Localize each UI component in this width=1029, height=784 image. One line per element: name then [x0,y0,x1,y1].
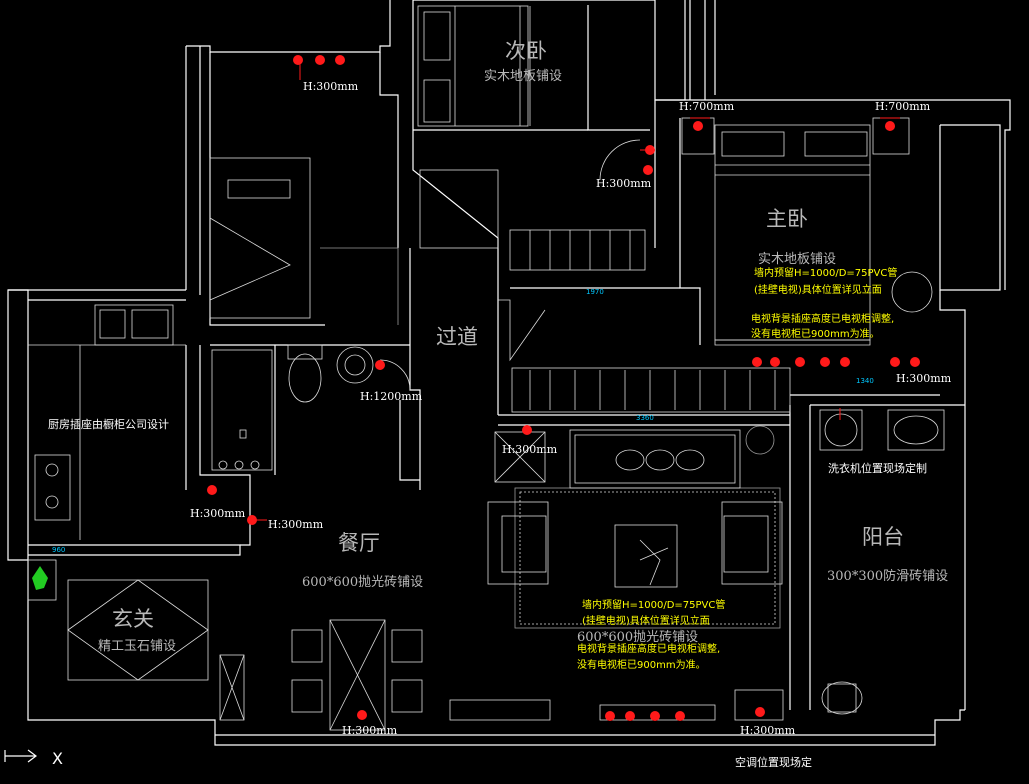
socket-icon [522,425,532,435]
floor-entrance: 精工玉石铺设 [98,639,176,654]
aircon-note: 空调位置现场定 [735,755,812,769]
height-label: H:700mm [679,100,735,113]
living-tv-note-line: 电视背景插座高度已电视柜调整, [577,642,720,655]
room-name-dining: 餐厅 [338,531,380,555]
master-tv-note-line: 墙内预留H=1000/D=75PVC管 [754,266,897,279]
socket-icon [207,485,217,495]
master-tv-note-line: 没有电视柜已900mm为准。 [751,327,880,340]
socket-icon [770,357,780,367]
socket-icon [890,357,900,367]
socket-icon [375,360,385,370]
socket-icon [752,357,762,367]
living-tv-note-line: 墙内预留H=1000/D=75PVC管 [582,598,725,611]
washer-note: 洗衣机位置现场定制 [828,461,927,475]
socket-icon [293,55,303,65]
socket-icon [650,711,660,721]
room-name-balcony: 阳台 [862,525,904,549]
sockets [207,55,920,721]
height-label: H:300mm [190,507,246,520]
height-label: H:300mm [342,724,398,737]
room-name-entrance: 玄关 [112,607,154,631]
master-tv-note-line: 电视背景插座高度已电视柜调整, [751,312,894,325]
height-label: H:300mm [596,177,652,190]
socket-icon [755,707,765,717]
socket-icon [910,357,920,367]
ucs-axis-label: X [52,749,63,768]
socket-icon [625,711,635,721]
socket-icon [675,711,685,721]
height-label: H:300mm [303,80,359,93]
dimension-labels: 1970 1340 3360 960 X [52,288,874,768]
floor-balcony: 300*300防滑砖铺设 [827,568,948,584]
height-label: H:300mm [740,724,796,737]
annotation-notes: 厨房插座由橱柜公司设计 洗衣机位置现场定制 空调位置现场定 墙内预留H=1000… [48,266,927,769]
living-tv-note-line: (挂壁电视)具体位置详见立面 [582,614,710,627]
plant-icon [32,566,48,590]
room-name-corridor: 过道 [436,325,478,349]
master-tv-note-line: (挂壁电视)具体位置详见立面 [754,283,882,296]
height-label: H:700mm [875,100,931,113]
dimension-label: 1970 [586,288,604,296]
furniture [4,5,945,763]
walls [7,0,1011,746]
socket-icon [840,357,850,367]
dimension-label: 1340 [856,377,874,385]
socket-icon [643,165,653,175]
socket-icon [885,121,895,131]
socket-icon [335,55,345,65]
floor-master-bedroom: 实木地板铺设 [758,252,836,267]
floor-second-bedroom: 实木地板铺设 [484,69,562,84]
room-labels: 次卧 实木地板铺设 主卧 实木地板铺设 过道 餐厅 600*600抛光砖铺设 6… [98,39,948,654]
height-label: H:300mm [268,518,324,531]
socket-icon [795,357,805,367]
socket-icon [693,121,703,131]
socket-icon [315,55,325,65]
height-labels: H:300mm H:300mm H:700mm H:700mm H:1200mm… [190,80,952,737]
socket-icon [820,357,830,367]
height-label: H:300mm [896,372,952,385]
height-label: H:300mm [502,443,558,456]
dimension-label: 960 [52,546,65,554]
living-tv-note-line: 没有电视柜已900mm为准。 [577,658,706,671]
room-name-master-bedroom: 主卧 [766,207,808,231]
height-label: H:1200mm [360,390,423,403]
floor-dining: 600*600抛光砖铺设 [302,575,423,590]
floor-living: 600*600抛光砖铺设 [577,630,698,645]
socket-icon [357,710,367,720]
kitchen-note: 厨房插座由橱柜公司设计 [48,417,169,431]
dimension-label: 3360 [636,414,654,422]
socket-icon [605,711,615,721]
room-name-second-bedroom: 次卧 [505,39,547,63]
